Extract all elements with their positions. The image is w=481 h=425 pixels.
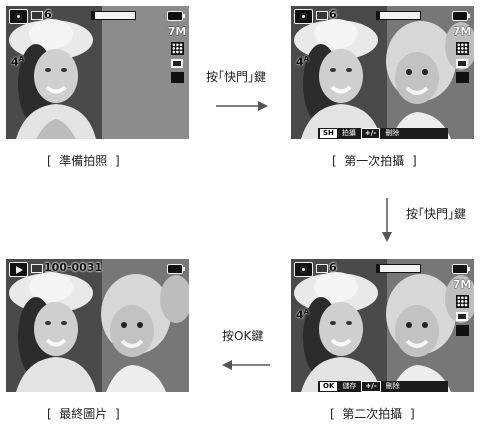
- image-size: 7M: [452, 278, 472, 291]
- woman-photo-left: [6, 6, 189, 139]
- quality-icon: [455, 42, 469, 55]
- camera-icon: [294, 9, 313, 24]
- playback-screen-final: 100-0031: [6, 259, 189, 392]
- delete-key-badge: +/-: [361, 381, 381, 392]
- remaining-count: 6: [329, 261, 337, 274]
- metering-icon: [171, 59, 183, 68]
- capture-progress-bar: [376, 264, 421, 273]
- final-composite-photo: [6, 259, 189, 392]
- ok-key-badge: OK: [320, 382, 338, 391]
- camera-screen-first-shot: 6 7M 4A SH 拍攝 +/- 刪除: [291, 6, 474, 139]
- capture-progress-bar: [91, 11, 136, 20]
- white-balance-icon: [455, 72, 469, 83]
- caption-second-shot: [ 第二次拍攝 ]: [330, 407, 415, 421]
- file-number: 100-0031: [44, 261, 103, 274]
- capture-progress-bar: [376, 11, 421, 20]
- quality-icon: [455, 295, 469, 308]
- remaining-count: 6: [329, 8, 337, 21]
- memory-card-icon: [316, 11, 328, 20]
- arrow-label-ok: 按OK鍵: [222, 329, 264, 343]
- ok-key-label: 儲存: [342, 382, 357, 390]
- arrow-down-icon: [382, 198, 392, 242]
- battery-icon: [167, 264, 185, 274]
- delete-key-badge: +/-: [360, 128, 381, 139]
- remaining-count: 6: [44, 8, 52, 21]
- arrow-left-icon: [222, 360, 270, 370]
- arrow-right-icon: [216, 101, 268, 111]
- caption-final-image: [ 最終圖片 ]: [47, 407, 120, 421]
- delete-key-label: 刪除: [385, 382, 400, 390]
- camera-icon: [294, 262, 313, 277]
- arrow-label-shutter-2: 按｢快門｣鍵: [406, 207, 467, 221]
- flash-auto-icon: 4A: [11, 55, 25, 69]
- battery-icon: [167, 11, 185, 21]
- memory-card-icon: [31, 11, 43, 20]
- caption-first-shot: [ 第一次拍攝 ]: [332, 154, 417, 168]
- white-balance-icon: [170, 72, 184, 83]
- caption-ready: [ 準備拍照 ]: [47, 154, 120, 168]
- delete-key-label: 刪除: [385, 129, 400, 137]
- flash-auto-icon: 4A: [296, 55, 310, 69]
- quality-icon: [170, 42, 184, 55]
- arrow-label-shutter-1: 按｢快門｣鍵: [206, 70, 267, 84]
- memory-card-icon: [316, 264, 328, 273]
- memory-card-icon: [31, 264, 43, 273]
- battery-icon: [452, 264, 470, 274]
- shutter-key-label: 拍攝: [341, 129, 356, 137]
- button-guide-bar: SH 拍攝 +/- 刪除: [318, 128, 448, 139]
- image-size: 7M: [452, 25, 472, 38]
- metering-icon: [456, 59, 468, 68]
- image-size: 7M: [167, 25, 187, 38]
- button-guide-bar: OK 儲存 +/- 刪除: [318, 381, 448, 392]
- camera-screen-second-shot: 6 7M 4A OK 儲存 +/- 刪除: [291, 259, 474, 392]
- flash-auto-icon: 4A: [296, 308, 310, 322]
- metering-icon: [456, 312, 468, 321]
- camera-icon: [9, 9, 28, 24]
- white-balance-icon: [455, 325, 469, 336]
- camera-screen-ready: 6 7M 4A: [6, 6, 189, 139]
- shutter-key-badge: SH: [320, 129, 337, 138]
- play-icon: [9, 262, 28, 277]
- battery-icon: [452, 11, 470, 21]
